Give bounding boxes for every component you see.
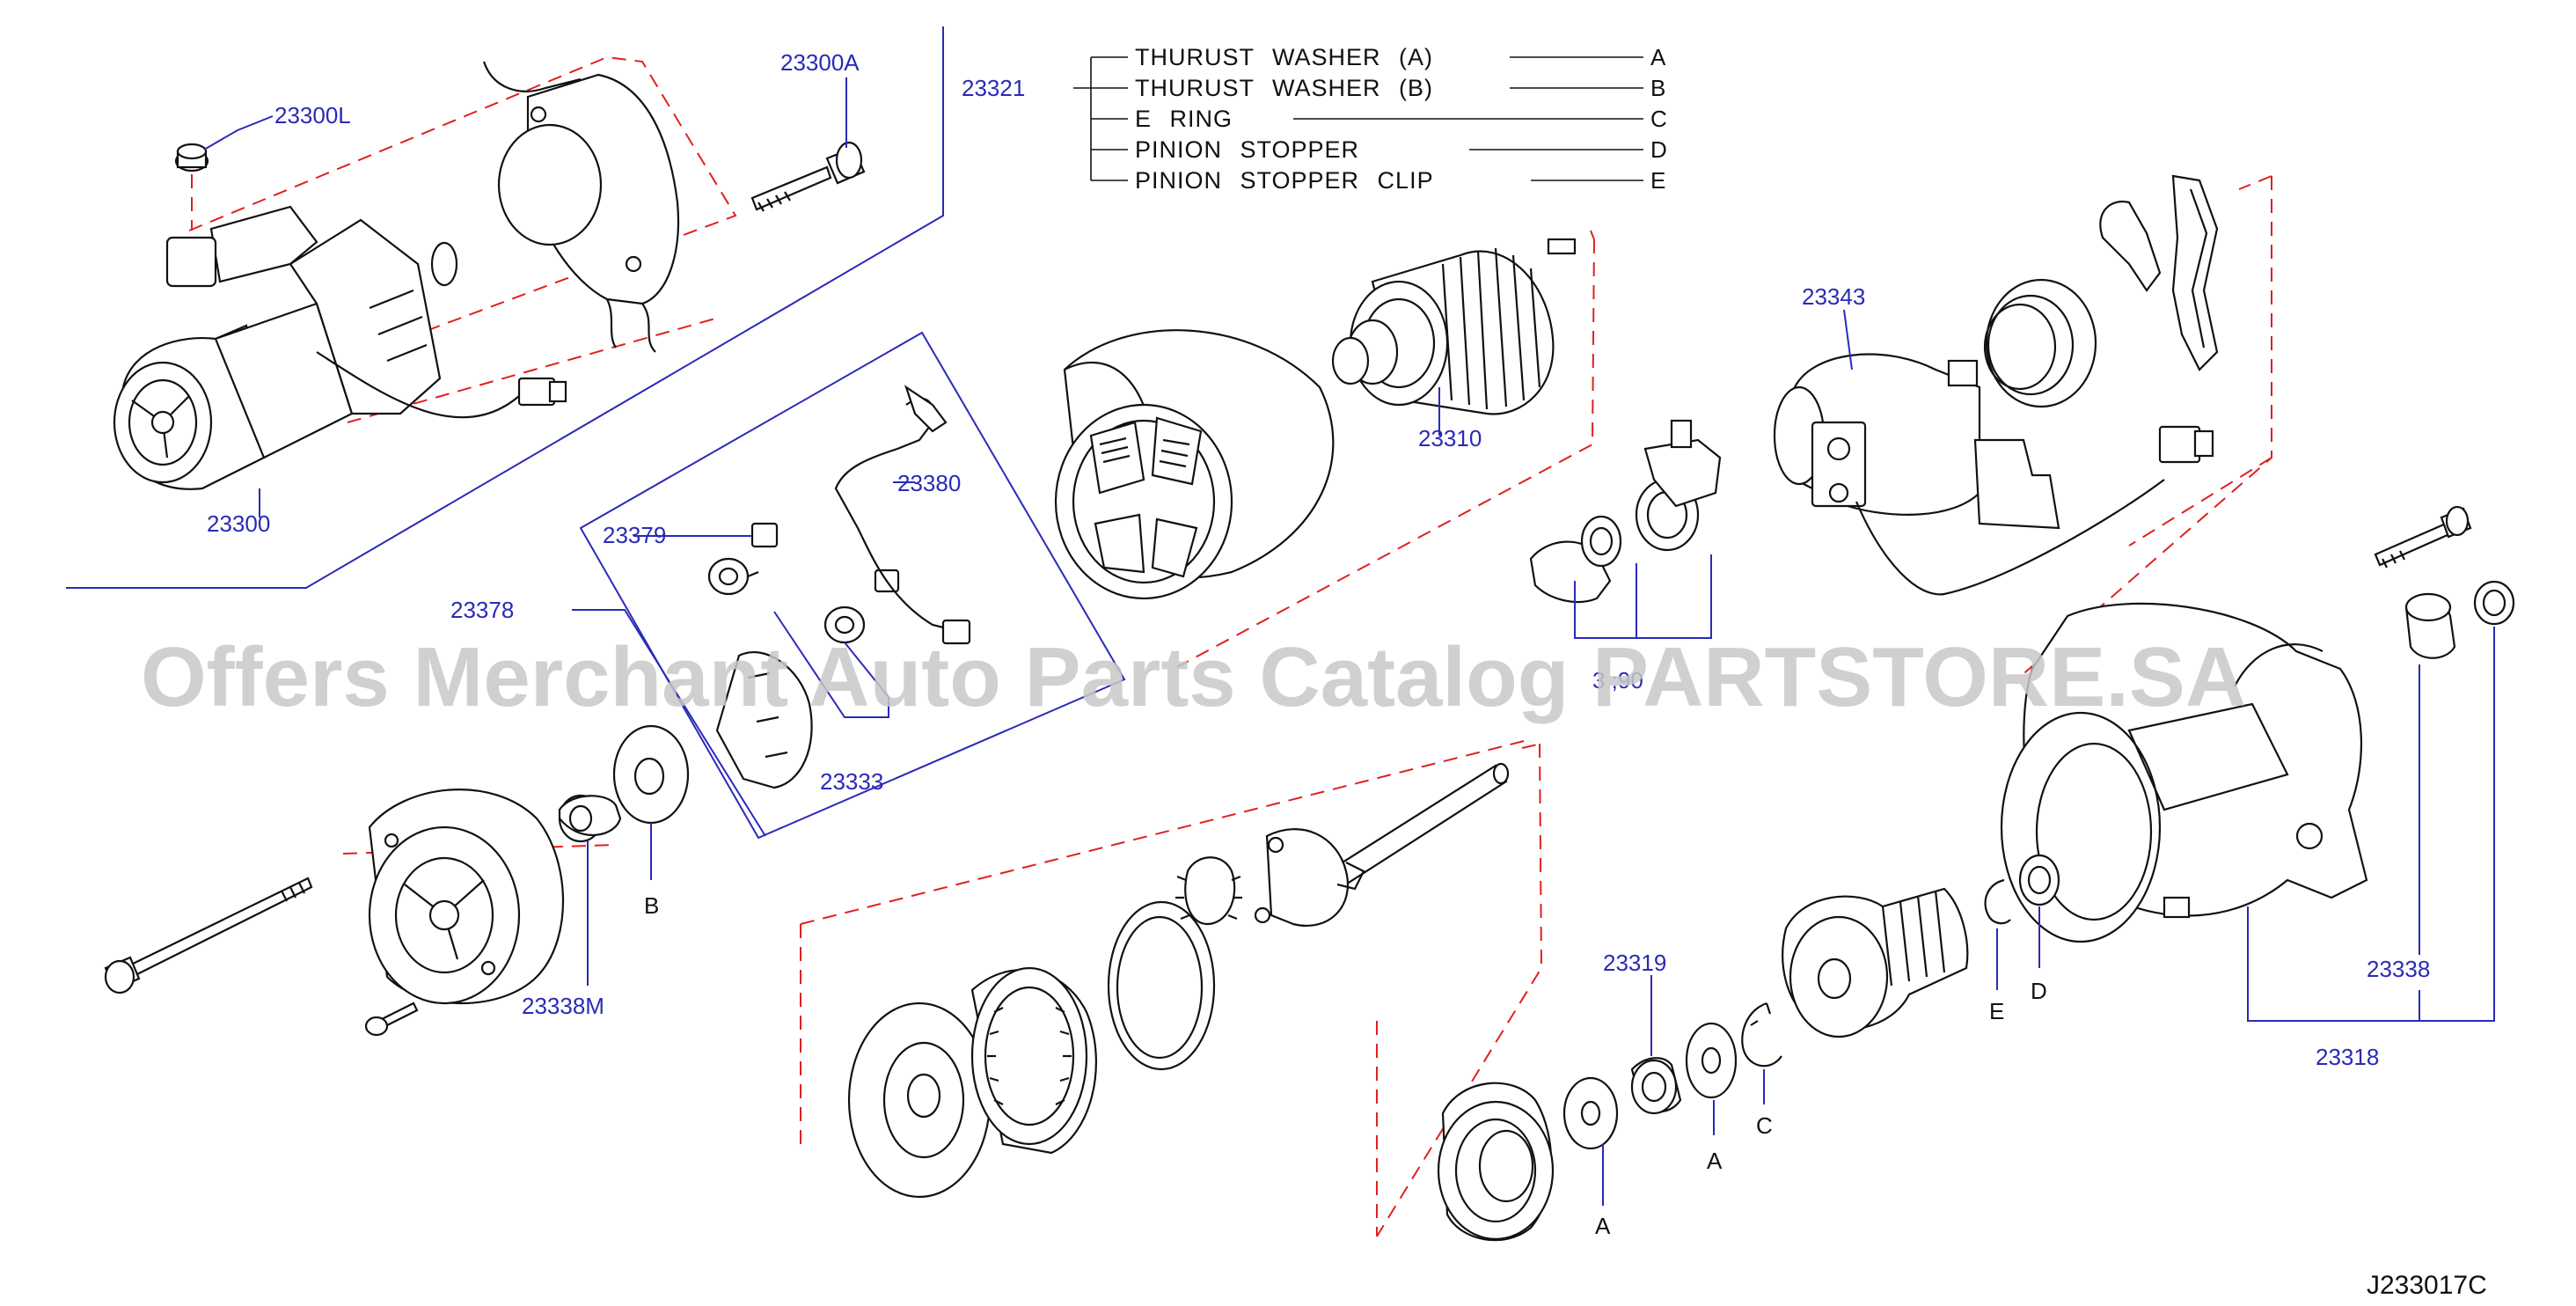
group-outline-23378-brush-holder	[579, 331, 1126, 840]
legend-name-pinion-stopper-clip: PINION STOPPER CLIP	[1135, 167, 1434, 194]
yoke-field-coil-illustration	[1054, 329, 1335, 600]
key-letters: B A A C E D	[644, 892, 2047, 1239]
nut-23300l-illustration	[174, 143, 209, 231]
key-label-d: D	[2031, 978, 2047, 1004]
part-callouts: 23300A 23300L 23300 23321 23310 23343 23…	[207, 49, 2430, 1070]
pinion-gear-illustration	[1782, 887, 1969, 1038]
housing-bolt-illustration	[2374, 505, 2472, 569]
legend-name-e-ring: E RING	[1135, 106, 1233, 132]
legend-key-d: D	[1650, 136, 1667, 163]
group-outline-23300	[66, 26, 944, 589]
starter-motor-assembly-illustration	[113, 205, 567, 490]
legend-key-e: E	[1650, 167, 1665, 194]
planetary-gear-illustration	[847, 900, 1216, 1199]
legend-name-pinion-stopper: PINION STOPPER	[1135, 136, 1359, 163]
callout-23338[interactable]: 23338	[2367, 956, 2430, 982]
key-label-e: E	[1989, 998, 2004, 1024]
callout-23300l[interactable]: 23300L	[274, 102, 351, 128]
callout-23300a[interactable]: 23300A	[780, 49, 860, 76]
clutch-cup-illustration	[1437, 1082, 1555, 1242]
legend-23321: THURUST WASHER (A) THURUST WASHER (B) E …	[1073, 44, 1667, 194]
thrust-washer-a-2-illustration	[1562, 1076, 1619, 1150]
screw-illustration	[364, 1002, 419, 1037]
plunger-parts-illustration	[1529, 419, 1722, 639]
thrust-washer-a-1-illustration	[1685, 1022, 1738, 1099]
key-label-c: C	[1756, 1112, 1773, 1139]
bolt-23300a-illustration	[750, 141, 866, 212]
callout-23379[interactable]: 23379	[603, 522, 666, 548]
key-label-a-washer-right: A	[1707, 1148, 1723, 1174]
callout-23333[interactable]: 23333	[820, 768, 883, 795]
through-bolt-illustration	[104, 877, 313, 994]
callout-23338m[interactable]: 23338M	[522, 993, 604, 1019]
solenoid-23343-illustration	[1773, 353, 2214, 596]
pinion-stopper-illustration	[2018, 854, 2060, 906]
callout-23310[interactable]: 23310	[1418, 425, 1482, 451]
e-ring-illustration	[1741, 1002, 1782, 1068]
legend-key-b: B	[1650, 75, 1665, 101]
rear-cover-illustration	[368, 789, 564, 1005]
pinion-stopper-clip-illustration	[1984, 878, 2011, 925]
seal-ring-illustration	[1983, 278, 2097, 408]
key-label-a-washer-left: A	[1595, 1213, 1611, 1239]
watermark-text: Offers Merchant Auto Parts Catalog PARTS…	[141, 630, 2246, 724]
armature-23310-illustration	[1331, 238, 1577, 415]
legend-name-thrust-washer-b: THURUST WASHER (B)	[1135, 75, 1433, 101]
callout-23300[interactable]: 23300	[207, 510, 270, 537]
diagram-code: J233017C	[2367, 1271, 2487, 1300]
key-label-b: B	[644, 892, 659, 919]
bushing-23319-illustration	[1630, 1057, 1682, 1115]
thrust-washer-b-illustration	[612, 724, 690, 825]
leader-lines	[203, 77, 2495, 1206]
pinion-shaft-illustration	[1175, 762, 1510, 927]
legend-key-c: C	[1650, 106, 1667, 132]
callout-23380[interactable]: 23380	[897, 470, 961, 496]
housing-bracket-illustration	[482, 61, 679, 353]
gear-housing-23318-illustration	[2000, 602, 2368, 943]
callout-23321[interactable]: 23321	[962, 75, 1025, 101]
lever-clip-illustration	[2099, 174, 2219, 371]
legend-key-a: A	[1650, 44, 1666, 70]
callout-23390[interactable]: 3 ;90	[1592, 667, 1643, 693]
bushing-23338-illustration	[2404, 580, 2515, 659]
callout-23378[interactable]: 23378	[450, 597, 514, 623]
callout-23319[interactable]: 23319	[1603, 950, 1666, 976]
bushing-23338m-illustration	[558, 794, 622, 843]
callout-23318[interactable]: 23318	[2316, 1044, 2379, 1070]
legend-name-thrust-washer-a: THURUST WASHER (A)	[1135, 44, 1433, 70]
brush-holder-parts-illustration	[707, 385, 971, 789]
assembly-dashed-lines	[188, 55, 2272, 1237]
callout-23343[interactable]: 23343	[1802, 283, 1865, 310]
